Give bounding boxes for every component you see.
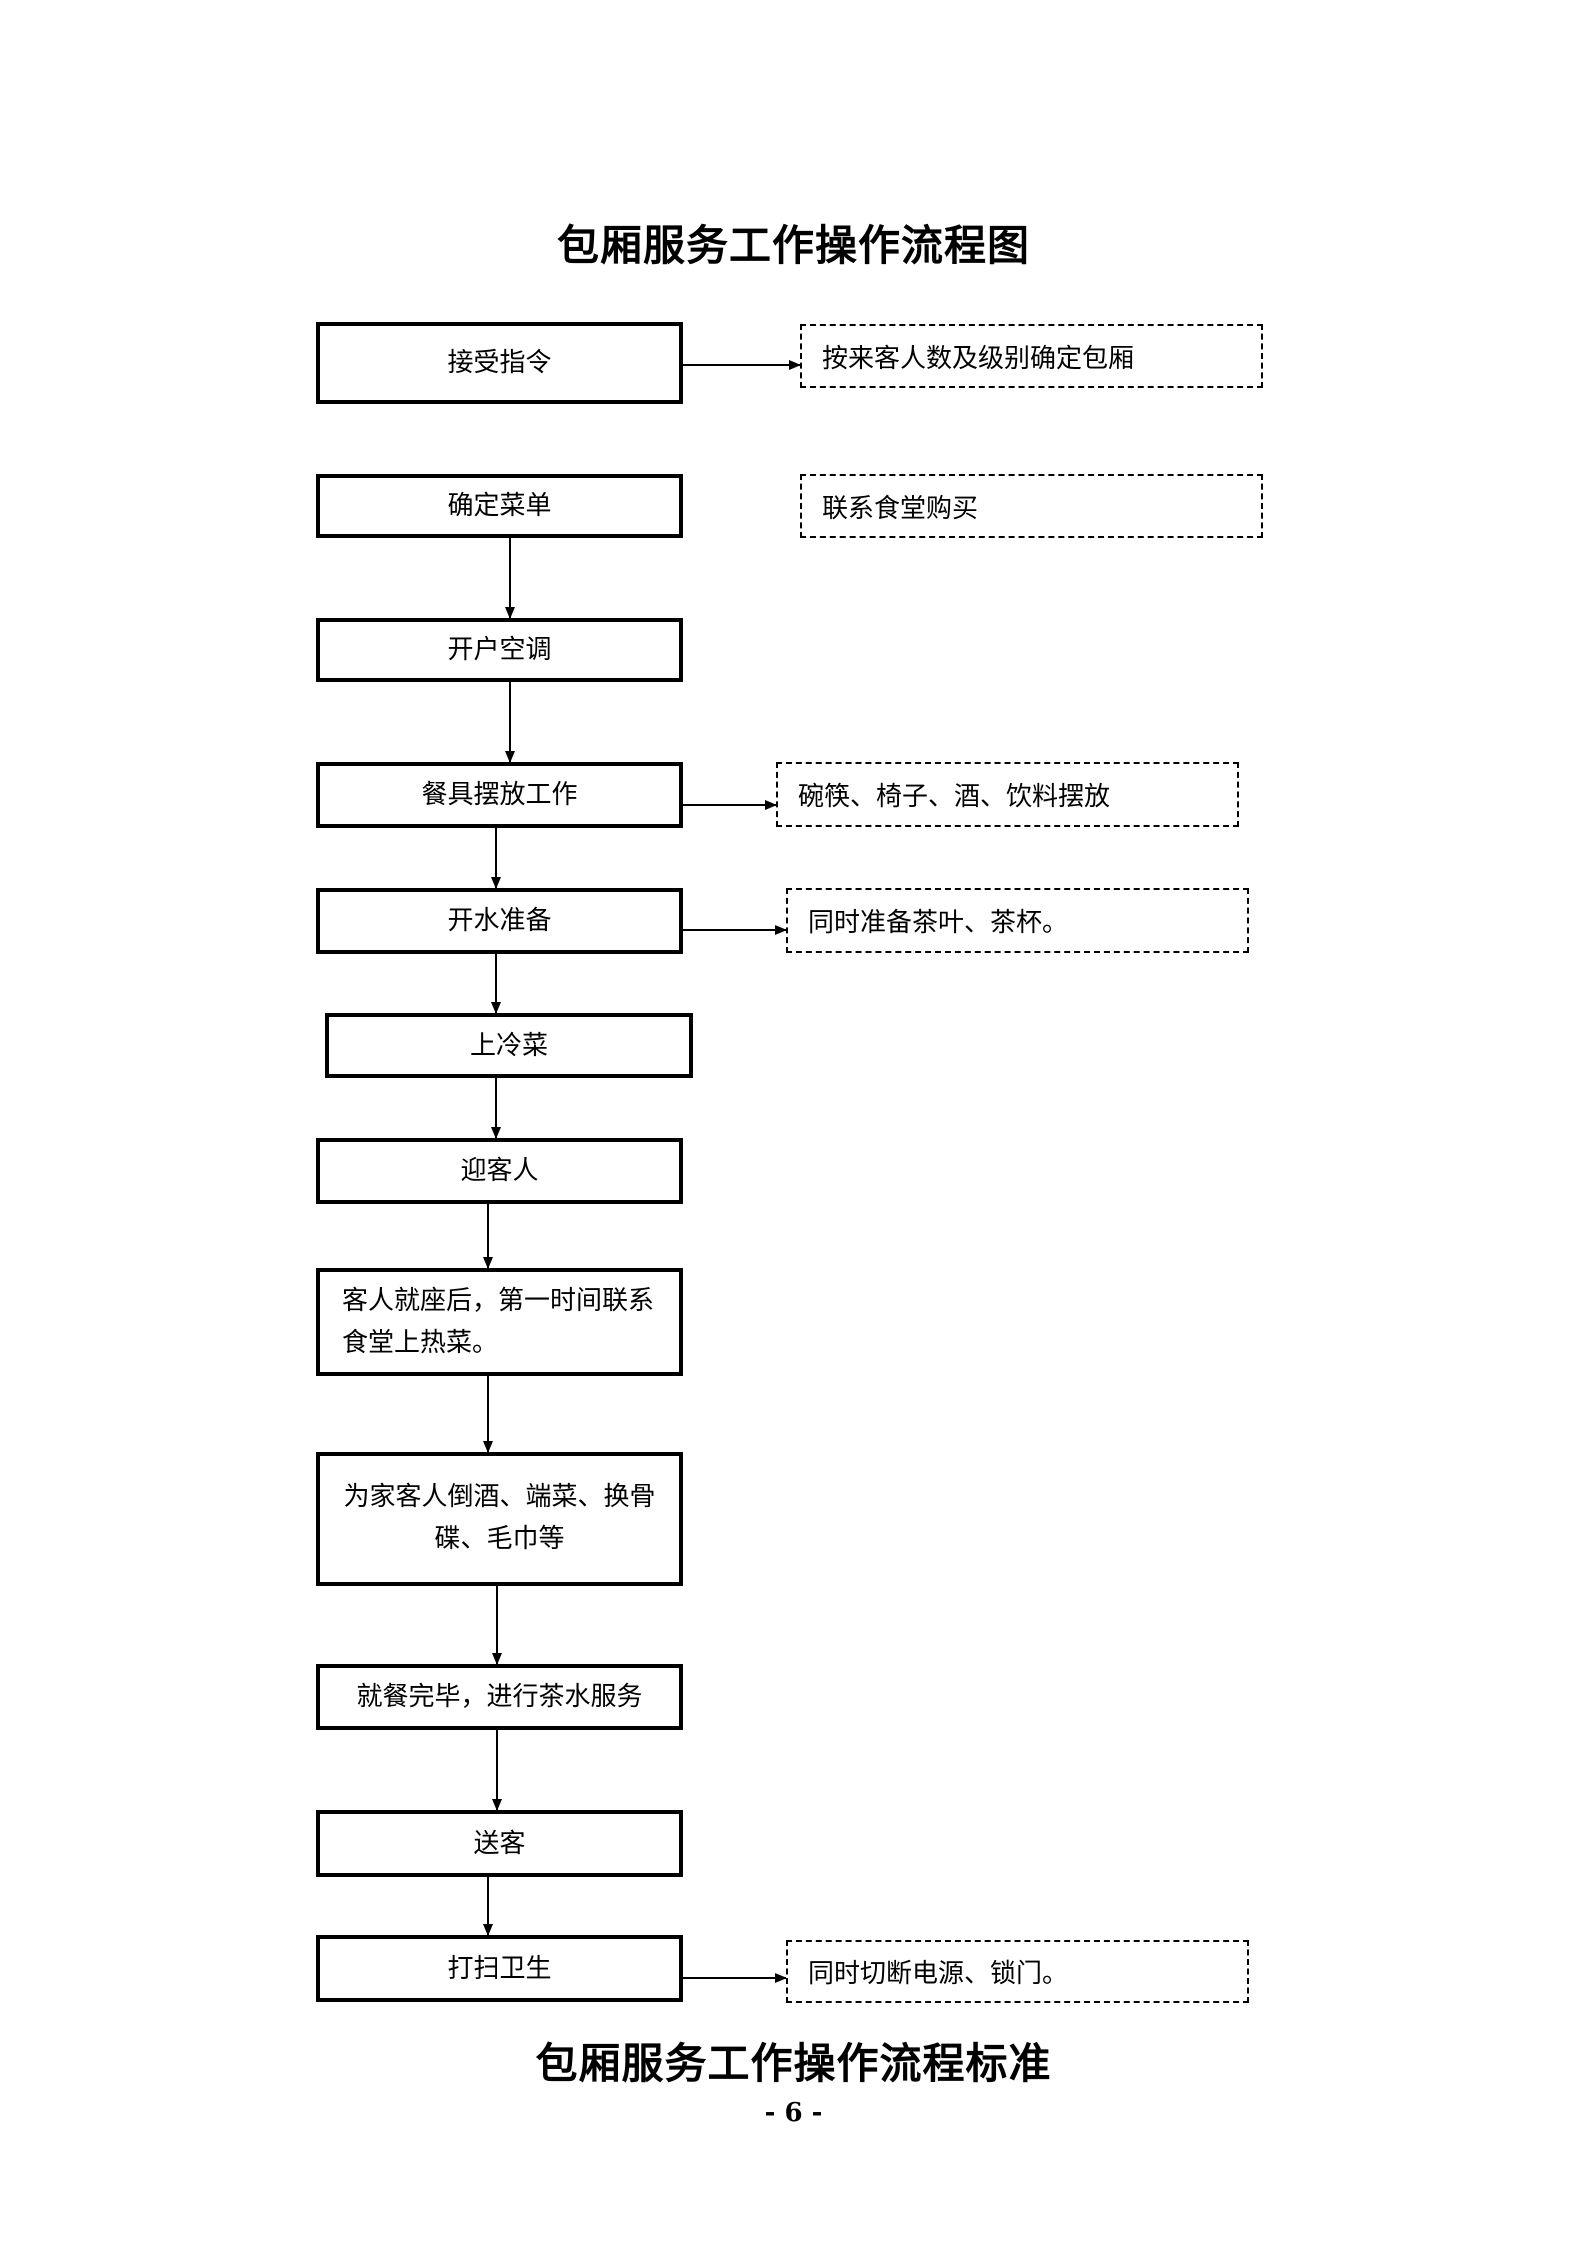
step-box: 开户空调 xyxy=(316,618,683,682)
step-box: 确定菜单 xyxy=(316,474,683,538)
step-box: 接受指令 xyxy=(316,322,683,404)
note-box: 按来客人数及级别确定包厢 xyxy=(800,324,1263,388)
step-box: 送客 xyxy=(316,1810,683,1877)
step-box: 开水准备 xyxy=(316,888,683,954)
step-box: 餐具摆放工作 xyxy=(316,762,683,828)
note-box: 碗筷、椅子、酒、饮料摆放 xyxy=(776,762,1239,827)
page-title: 包厢服务工作操作流程图 xyxy=(556,221,1030,270)
note-box: 联系食堂购买 xyxy=(800,474,1263,538)
step-box: 上冷菜 xyxy=(325,1013,693,1078)
note-box: 同时准备茶叶、茶杯。 xyxy=(786,888,1249,953)
footer-title: 包厢服务工作操作流程标准 xyxy=(535,2039,1052,2088)
step-box: 为家客人倒酒、端菜、换骨碟、毛巾等 xyxy=(316,1452,683,1586)
note-box: 同时切断电源、锁门。 xyxy=(786,1940,1249,2003)
page-number: - 6 - xyxy=(764,2098,823,2128)
step-box: 打扫卫生 xyxy=(316,1935,683,2002)
step-box: 客人就座后，第一时间联系食堂上热菜。 xyxy=(316,1268,683,1376)
step-box: 就餐完毕，进行茶水服务 xyxy=(316,1664,683,1730)
step-box: 迎客人 xyxy=(316,1138,683,1204)
